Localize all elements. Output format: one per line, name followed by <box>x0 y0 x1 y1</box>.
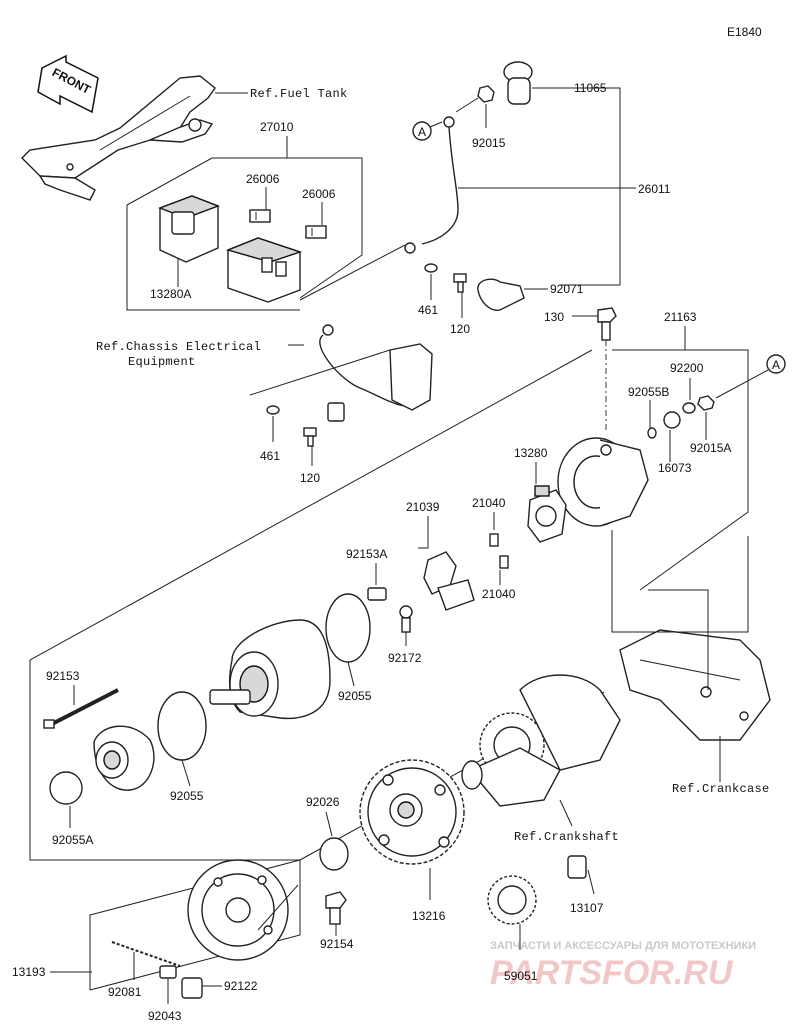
label-13193: 13193 <box>12 965 46 979</box>
label-26006-b: 26006 <box>302 187 336 201</box>
long-bolt-92153 <box>43 688 119 729</box>
washer-461 <box>424 263 438 273</box>
label-16073: 16073 <box>658 461 692 475</box>
label-92026: 92026 <box>306 795 340 809</box>
terminal-cap <box>503 61 533 105</box>
label-13107: 13107 <box>570 901 604 915</box>
brush-plate <box>423 551 475 611</box>
label-92015A: 92015A <box>690 441 731 455</box>
washer-92026 <box>319 837 349 871</box>
label-13280: 13280 <box>514 446 548 460</box>
ref-fuel-tank: Ref.Fuel Tank <box>250 87 348 101</box>
label-27010: 27010 <box>260 120 294 134</box>
label-92172: 92172 <box>388 651 422 665</box>
front-arrow-icon: FRONT <box>37 54 99 114</box>
o-ring-92055A <box>49 771 83 805</box>
callout-a-top: A <box>418 125 426 139</box>
label-92071: 92071 <box>550 282 584 296</box>
front-cover <box>93 725 155 791</box>
label-21163: 21163 <box>664 310 697 324</box>
callout-a-right: A <box>772 358 780 372</box>
crankshaft <box>461 674 621 807</box>
fuse-icon <box>305 225 327 239</box>
bolt-92153A <box>367 587 387 601</box>
watermark-line2: PARTSFOR.RU <box>490 954 734 992</box>
washer-92200 <box>682 402 696 414</box>
label-13216: 13216 <box>412 909 446 923</box>
watermark-line1: ЗАПЧАСТИ И АКСЕССУАРЫ ДЛЯ МОТОТЕХНИКИ <box>490 940 756 952</box>
label-21040-b: 21040 <box>482 587 516 601</box>
washer-461 <box>266 405 280 415</box>
label-461-b: 461 <box>260 449 280 463</box>
relay-cover <box>158 195 220 263</box>
label-92154: 92154 <box>320 937 354 951</box>
spring-icon <box>499 555 509 569</box>
label-92055A: 92055A <box>52 833 93 847</box>
label-21040-a: 21040 <box>472 496 506 510</box>
starter-idler-gear <box>359 759 465 865</box>
ref-chassis-electrical-1: Ref.Chassis Electrical <box>96 340 261 354</box>
label-92055-a: 92055 <box>338 689 372 703</box>
bolt-120 <box>453 273 467 293</box>
label-92122: 92122 <box>224 979 258 993</box>
starter-motor <box>209 619 331 720</box>
label-92200: 92200 <box>670 361 704 375</box>
label-130: 130 <box>544 310 564 324</box>
starter-relay <box>225 237 303 303</box>
o-ring-92055B <box>647 427 657 439</box>
washer-16073 <box>663 411 681 429</box>
label-92081: 92081 <box>108 985 142 999</box>
label-92015: 92015 <box>472 136 506 150</box>
terminal-boot <box>477 278 525 311</box>
bolt-130 <box>597 307 617 341</box>
label-26006-a: 26006 <box>246 172 280 186</box>
brush-holder <box>527 485 567 543</box>
label-92153A: 92153A <box>346 547 387 561</box>
label-21039: 21039 <box>406 500 440 514</box>
pin-92043 <box>159 965 177 979</box>
nut-92015 <box>477 85 495 103</box>
ref-chassis-electrical-2: Equipment <box>128 355 196 369</box>
label-59051: 59051 <box>504 969 538 983</box>
diagram-code: E1840 <box>727 25 762 39</box>
battery-cable <box>404 116 459 254</box>
bolt-92154 <box>325 891 347 925</box>
label-120-b: 120 <box>300 471 320 485</box>
label-92055-b: 92055 <box>170 789 204 803</box>
starter-end-cover <box>557 437 649 527</box>
o-ring-92055 <box>325 593 371 663</box>
label-92153: 92153 <box>46 669 80 683</box>
label-26011: 26011 <box>638 182 671 196</box>
sleeve-13107 <box>567 855 587 879</box>
starter-cable <box>319 324 433 422</box>
spring-92081 <box>111 941 181 967</box>
spring-icon <box>489 533 499 547</box>
ref-crankcase: Ref.Crankcase <box>672 782 770 796</box>
gear-59051 <box>487 875 537 925</box>
roller-92122 <box>181 977 203 999</box>
crankcase <box>619 629 771 741</box>
label-92055B: 92055B <box>628 385 669 399</box>
fuse-icon <box>249 209 271 223</box>
label-120-a: 120 <box>450 322 470 336</box>
starter-clutch <box>187 859 289 961</box>
label-13280A: 13280A <box>150 287 191 301</box>
label-461-a: 461 <box>418 303 438 317</box>
o-ring-92055 <box>157 691 207 761</box>
screw-92172 <box>399 605 413 633</box>
ref-crankshaft: Ref.Crankshaft <box>514 830 619 844</box>
label-11065: 11065 <box>574 81 607 95</box>
nut-92015A <box>697 395 715 411</box>
label-92043: 92043 <box>148 1009 182 1023</box>
frame-bracket <box>21 75 216 201</box>
bolt-120 <box>303 427 317 447</box>
